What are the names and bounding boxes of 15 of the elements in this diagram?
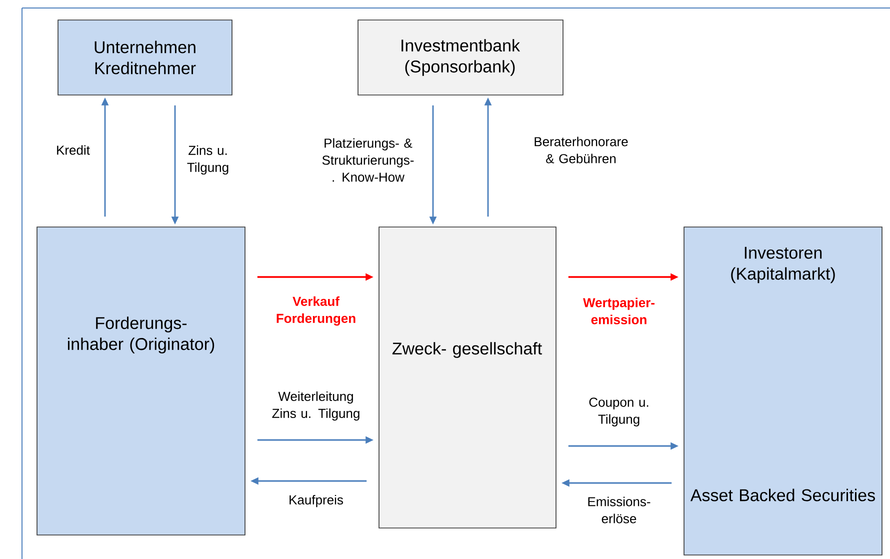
edge-label: Zins u. Tilgung (187, 145, 228, 175)
edge-label: Verkauf Forderungen (276, 296, 356, 326)
entity-box: Unternehmen Kreditnehmer (58, 20, 232, 96)
edge-label: Emissions- erlöse (588, 496, 650, 524)
edge-label: Platzierungs- & Strukturierungs-. Know-How (322, 138, 414, 182)
entity-box: Zweck- gesellschaft (378, 226, 556, 528)
entity-box: Forderungs- inhaber (Originator) (36, 226, 246, 536)
edge-label: Wertpapier- emission (583, 298, 654, 324)
edge-label: Kredit (57, 145, 90, 155)
edge-label: Weiterleitung Zins u. Tilgung (272, 391, 360, 421)
edge-label: Kaufpreis (290, 494, 343, 508)
edge-label: Beraterhonorare & Gebühren (534, 136, 628, 164)
edge-label: Coupon u. Tilgung (589, 398, 648, 426)
entity-box: Investoren (Kapitalmarkt) Asset Backed Securities (684, 226, 882, 556)
entity-box: Investmentbank (Sponsorbank) (358, 20, 564, 96)
